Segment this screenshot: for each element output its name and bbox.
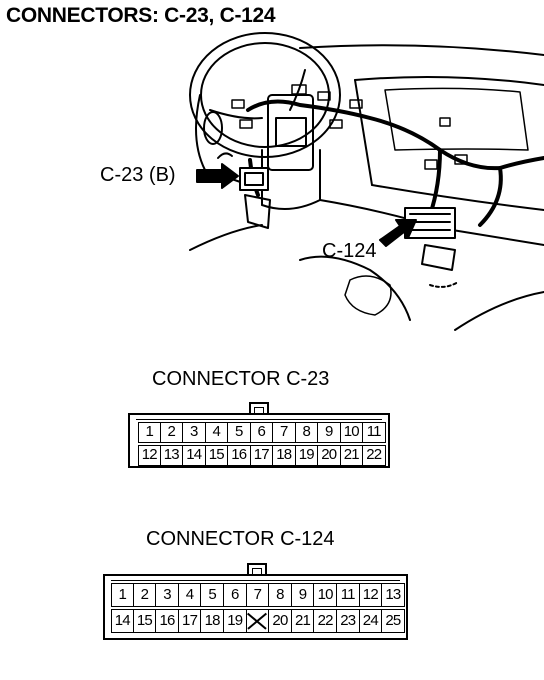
pin-16: 16 — [228, 445, 251, 466]
harness-connectors-drawing — [231, 84, 468, 170]
pin-21: 21 — [340, 445, 363, 466]
dashboard-outline-drawing — [189, 44, 544, 331]
pin-19: 19 — [223, 609, 247, 633]
pin-5: 5 — [228, 422, 251, 443]
pin-9: 9 — [291, 583, 315, 607]
pin-20: 20 — [318, 445, 341, 466]
pin-10: 10 — [340, 422, 363, 443]
pin-6: 6 — [223, 583, 247, 607]
pin-14: 14 — [111, 609, 134, 633]
wiring-harness-drawing — [246, 99, 544, 227]
c124-callout: C-124 — [322, 240, 377, 262]
pin-20: 20 — [269, 609, 292, 633]
c23-callout: C-23 (B) — [100, 164, 176, 186]
pin-15: 15 — [133, 609, 157, 633]
pin-21: 21 — [291, 609, 315, 633]
pin-2: 2 — [160, 422, 183, 443]
steering-column-drawing — [261, 94, 321, 210]
c23-connector-label: CONNECTOR C-23 — [152, 368, 330, 390]
c124-latch — [247, 563, 267, 577]
pin-4: 4 — [178, 583, 202, 607]
c23-location-drawing — [239, 167, 271, 229]
pin-23: 23 — [336, 609, 360, 633]
pin-3: 3 — [183, 422, 206, 443]
pin-11: 11 — [336, 583, 360, 607]
pin-4: 4 — [205, 422, 228, 443]
pin-22: 22 — [314, 609, 337, 633]
c23-latch — [249, 402, 269, 416]
pin-9: 9 — [318, 422, 341, 443]
page-title: CONNECTORS: C-23, C-124 — [6, 4, 276, 27]
pin-11: 11 — [363, 422, 386, 443]
pin-cavity-blocked — [246, 609, 270, 633]
pin-8: 8 — [295, 422, 318, 443]
pin-17: 17 — [250, 445, 273, 466]
pin-7: 7 — [246, 583, 270, 607]
pin-12: 12 — [138, 445, 161, 466]
pin-19: 19 — [295, 445, 318, 466]
pin-16: 16 — [156, 609, 179, 633]
pin-22: 22 — [363, 445, 386, 466]
pin-13: 13 — [160, 445, 183, 466]
pin-13: 13 — [382, 583, 405, 607]
pin-25: 25 — [382, 609, 405, 633]
pin-8: 8 — [269, 583, 292, 607]
pin-2: 2 — [133, 583, 157, 607]
pin-5: 5 — [201, 583, 224, 607]
pin-14: 14 — [183, 445, 206, 466]
pin-3: 3 — [156, 583, 179, 607]
pin-1: 1 — [111, 583, 134, 607]
pin-15: 15 — [205, 445, 228, 466]
dashboard-illustration — [189, 32, 544, 331]
pin-6: 6 — [250, 422, 273, 443]
pin-18: 18 — [201, 609, 224, 633]
pin-7: 7 — [273, 422, 296, 443]
pin-24: 24 — [359, 609, 383, 633]
c124-arrow — [379, 219, 417, 247]
pin-10: 10 — [314, 583, 337, 607]
pin-17: 17 — [178, 609, 202, 633]
pin-18: 18 — [273, 445, 296, 466]
pin-1: 1 — [138, 422, 161, 443]
pin-12: 12 — [359, 583, 383, 607]
c23-arrow — [196, 163, 239, 189]
c124-connector-label: CONNECTOR C-124 — [146, 528, 335, 550]
